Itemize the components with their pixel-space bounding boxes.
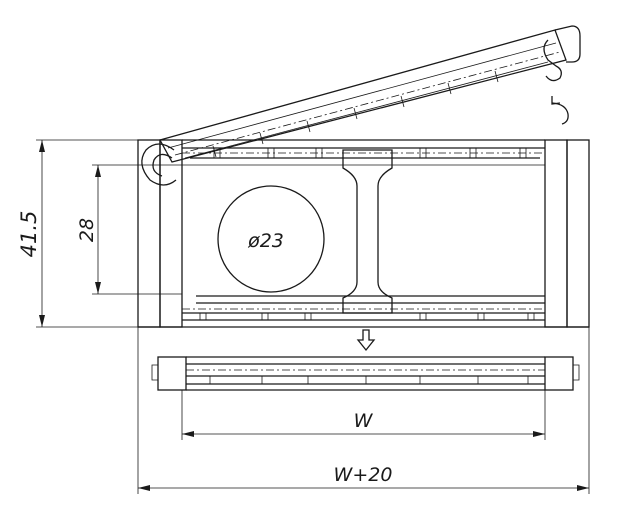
carrier-frame: [137, 139, 590, 328]
width-total-label: W+20: [334, 464, 393, 486]
dimension-height-inner: [92, 164, 182, 295]
diameter-label: ø23: [247, 230, 284, 252]
rotate-ccw-icon: [551, 96, 569, 125]
dimension-width-total: [137, 327, 590, 494]
height-inner-label: 28: [76, 218, 98, 242]
height-outer-label: 41.5: [17, 211, 41, 258]
detached-crossbar: [151, 356, 580, 391]
opened-lid: [159, 25, 581, 163]
cable-circle: [217, 185, 325, 293]
dimension-height-outer: [36, 139, 138, 328]
divider-separator: [342, 149, 393, 314]
dimension-width: [181, 390, 546, 440]
width-label: W: [354, 410, 374, 432]
arrow-down-icon: [356, 329, 376, 352]
